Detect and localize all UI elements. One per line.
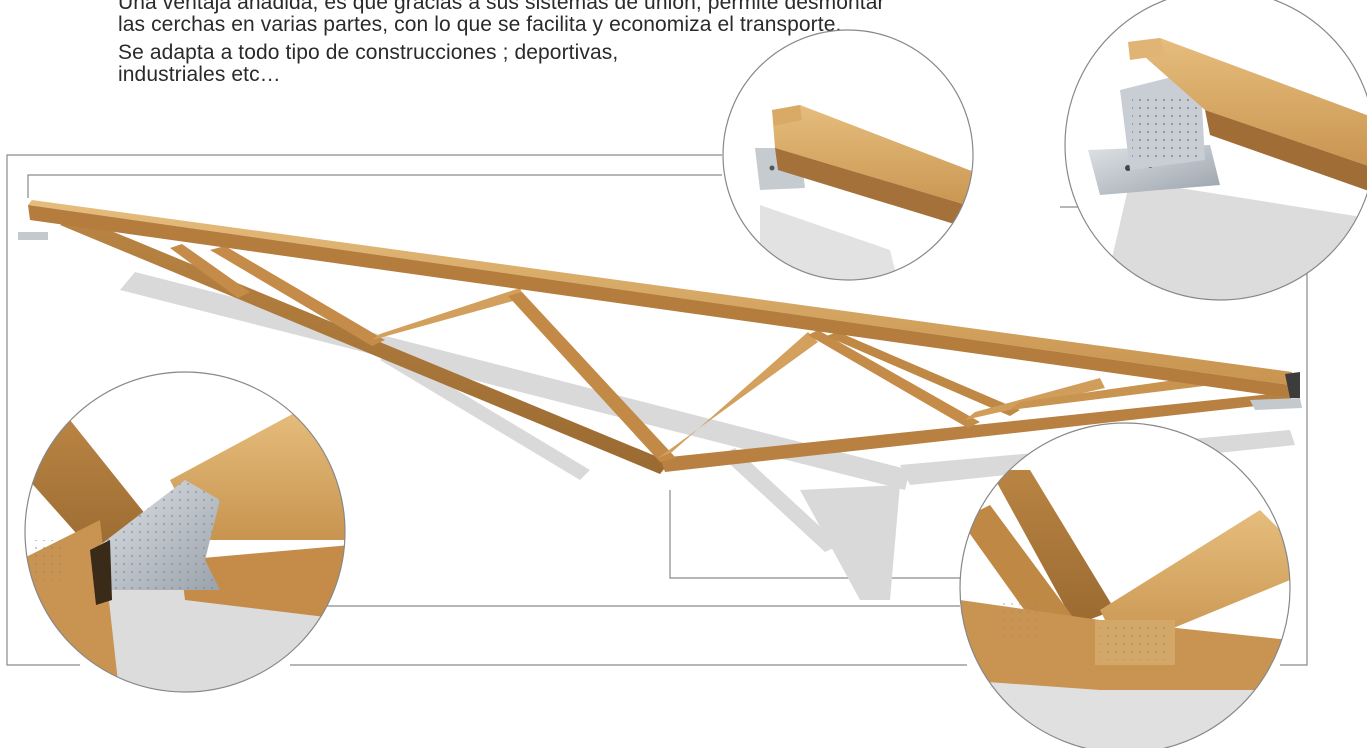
paragraph-transport-line1: Una ventaja añadida, es que gracias a su… — [118, 0, 885, 14]
truss — [18, 200, 1302, 474]
detail-apex-joint — [959, 422, 1291, 748]
detail-left-support — [722, 29, 974, 281]
detail-support-bracket — [1064, 0, 1367, 301]
paragraph-applications-line1: Se adapta a todo tipo de construcciones … — [118, 41, 619, 64]
description-text: Una ventaja añadida, es que gracias a su… — [118, 0, 1098, 86]
paragraph-applications: Se adapta a todo tipo de construcciones … — [118, 42, 1098, 86]
paragraph-transport-line2: las cerchas en varias partes, con lo que… — [118, 13, 842, 36]
detail-web-joint-plate — [24, 371, 346, 693]
paragraph-applications-line2: industriales etc… — [118, 63, 281, 86]
paragraph-transport: Una ventaja añadida, es que gracias a su… — [118, 0, 1098, 36]
